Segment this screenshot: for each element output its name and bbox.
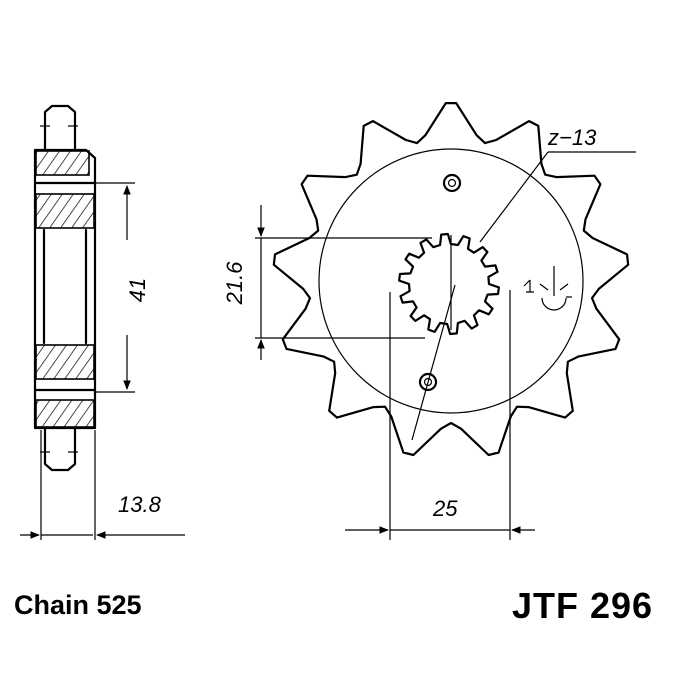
bolt-spacing-label: 25 <box>432 496 458 521</box>
side-hatch-2 <box>35 193 95 229</box>
spline-bore <box>398 232 500 336</box>
side-hub-outline <box>33 148 97 430</box>
sprocket-outline <box>272 102 630 457</box>
side-top-tooth <box>43 104 77 152</box>
side-hatch-3 <box>35 344 95 380</box>
pitch-circle <box>318 148 584 414</box>
side-hatch-4 <box>35 399 95 428</box>
front-view: 21.6 25 z−13 <box>222 102 636 540</box>
bolt-hole-top <box>442 173 462 193</box>
hub-width-label: 13.8 <box>118 492 162 517</box>
bolt-hole-bottom <box>418 372 438 392</box>
chain-size-label: Chain 525 <box>14 590 142 620</box>
part-number-label: JTF 296 <box>512 585 654 626</box>
bore-height-label: 41 <box>125 278 150 302</box>
forward-rotation-symbol-icon <box>523 266 572 311</box>
side-view: 41 13.8 <box>20 104 185 540</box>
spline-height-label: 21.6 <box>222 261 247 306</box>
side-hatch-1 <box>35 150 90 176</box>
side-bottom-tooth <box>43 426 77 472</box>
teeth-count-label: z−13 <box>547 125 597 150</box>
